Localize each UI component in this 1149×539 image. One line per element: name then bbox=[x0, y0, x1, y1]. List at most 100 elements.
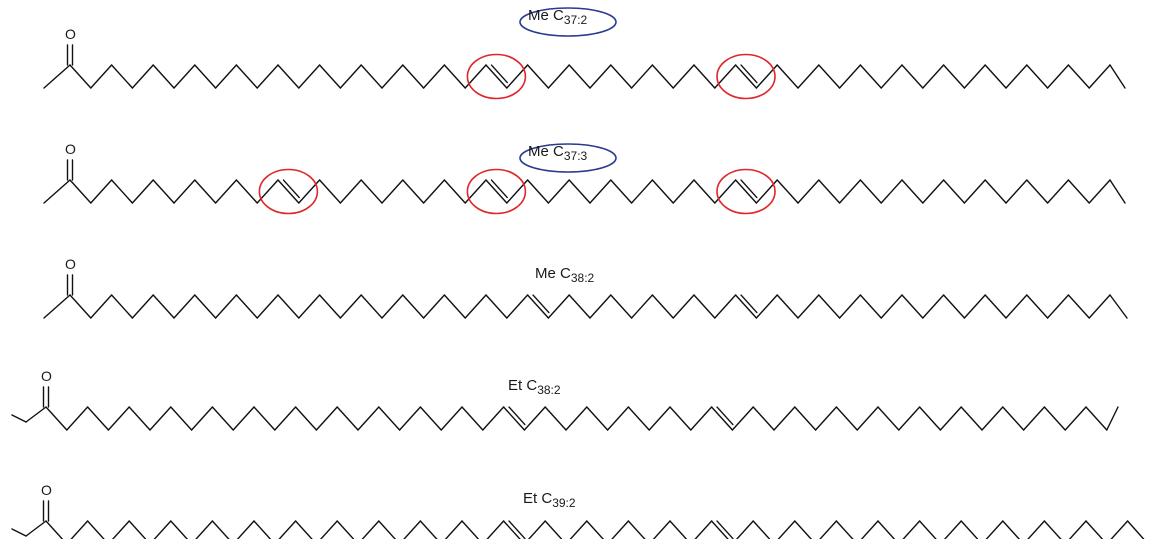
bond bbox=[838, 179, 862, 204]
bond bbox=[381, 64, 404, 89]
bond bbox=[43, 294, 71, 319]
bond bbox=[942, 64, 966, 89]
bond bbox=[173, 179, 196, 204]
bond bbox=[814, 406, 838, 431]
bond bbox=[776, 64, 799, 89]
bond bbox=[526, 294, 550, 319]
bond bbox=[901, 294, 924, 319]
bond bbox=[43, 179, 71, 204]
bond bbox=[630, 179, 654, 204]
oxygen-atom: O bbox=[41, 482, 52, 498]
bond bbox=[235, 64, 258, 89]
double-bond bbox=[740, 294, 758, 314]
bond bbox=[902, 520, 921, 539]
double-bond bbox=[716, 406, 734, 426]
bond bbox=[838, 294, 862, 319]
bond bbox=[86, 520, 105, 539]
bond bbox=[1005, 64, 1028, 89]
bond bbox=[547, 179, 570, 204]
double-bond-circle bbox=[716, 53, 776, 100]
bond bbox=[880, 179, 903, 204]
bond bbox=[110, 64, 134, 89]
bond bbox=[1106, 406, 1119, 431]
molecule-label: Et C39:2 bbox=[523, 491, 576, 509]
bond bbox=[752, 520, 771, 539]
bond bbox=[1085, 406, 1108, 431]
bond bbox=[319, 520, 338, 539]
bond bbox=[277, 64, 300, 89]
bond bbox=[461, 520, 480, 539]
bond bbox=[152, 294, 175, 319]
bond bbox=[776, 179, 799, 204]
bond bbox=[942, 179, 966, 204]
molecule-label: Me C38:2 bbox=[535, 265, 594, 284]
molecule-label-prefix: Me C bbox=[535, 265, 571, 282]
bond bbox=[835, 406, 858, 431]
molecule-label-subscript: 38:2 bbox=[537, 383, 561, 397]
bond bbox=[336, 520, 355, 539]
bond bbox=[776, 294, 799, 319]
bond bbox=[734, 179, 758, 204]
bond bbox=[960, 406, 983, 431]
bond bbox=[422, 64, 446, 89]
bond bbox=[360, 294, 383, 319]
bond bbox=[443, 64, 466, 89]
bond bbox=[880, 294, 903, 319]
bond bbox=[211, 520, 230, 539]
bond bbox=[589, 294, 612, 319]
bond bbox=[981, 406, 1004, 431]
bond bbox=[818, 64, 841, 89]
double-bond-circle bbox=[466, 53, 527, 100]
bond bbox=[797, 179, 820, 204]
molecule-label-subscript: 38:2 bbox=[570, 271, 595, 285]
oxygen-atom: O bbox=[65, 256, 76, 272]
bond bbox=[1002, 520, 1021, 539]
bond bbox=[627, 406, 650, 431]
bond bbox=[315, 406, 338, 431]
bond bbox=[381, 294, 404, 319]
bond bbox=[652, 520, 671, 539]
bond bbox=[648, 406, 671, 431]
bond bbox=[11, 528, 27, 537]
bond bbox=[963, 179, 986, 204]
bond bbox=[922, 64, 945, 89]
bond bbox=[630, 64, 654, 89]
bond bbox=[901, 64, 924, 89]
bond bbox=[651, 294, 674, 319]
bond bbox=[214, 179, 238, 204]
double-bond bbox=[508, 406, 526, 426]
bond bbox=[1046, 294, 1070, 319]
bond bbox=[90, 64, 113, 89]
bond bbox=[153, 520, 172, 539]
bond bbox=[360, 179, 383, 204]
bond bbox=[1088, 294, 1111, 319]
bond bbox=[672, 179, 695, 204]
double-bond bbox=[282, 179, 300, 199]
bond bbox=[731, 406, 754, 431]
bond bbox=[422, 294, 446, 319]
bond bbox=[1126, 520, 1145, 539]
bond bbox=[1088, 179, 1111, 204]
bond bbox=[339, 64, 362, 89]
bond bbox=[527, 520, 546, 539]
bond bbox=[1046, 179, 1070, 204]
bond bbox=[25, 520, 47, 537]
bond bbox=[734, 64, 758, 89]
bond bbox=[214, 294, 238, 319]
bond bbox=[819, 520, 838, 539]
bond bbox=[794, 406, 817, 431]
bond bbox=[381, 179, 404, 204]
double-bond bbox=[740, 179, 758, 199]
bond bbox=[1005, 179, 1028, 204]
bond bbox=[464, 294, 487, 319]
bond bbox=[586, 520, 605, 539]
bond bbox=[922, 179, 945, 204]
bond bbox=[419, 520, 438, 539]
bond bbox=[277, 294, 300, 319]
bond bbox=[918, 406, 942, 431]
oxygen-atom: O bbox=[65, 26, 76, 42]
bond bbox=[152, 179, 175, 204]
double-bond-circle bbox=[716, 168, 776, 215]
bond bbox=[403, 520, 422, 539]
